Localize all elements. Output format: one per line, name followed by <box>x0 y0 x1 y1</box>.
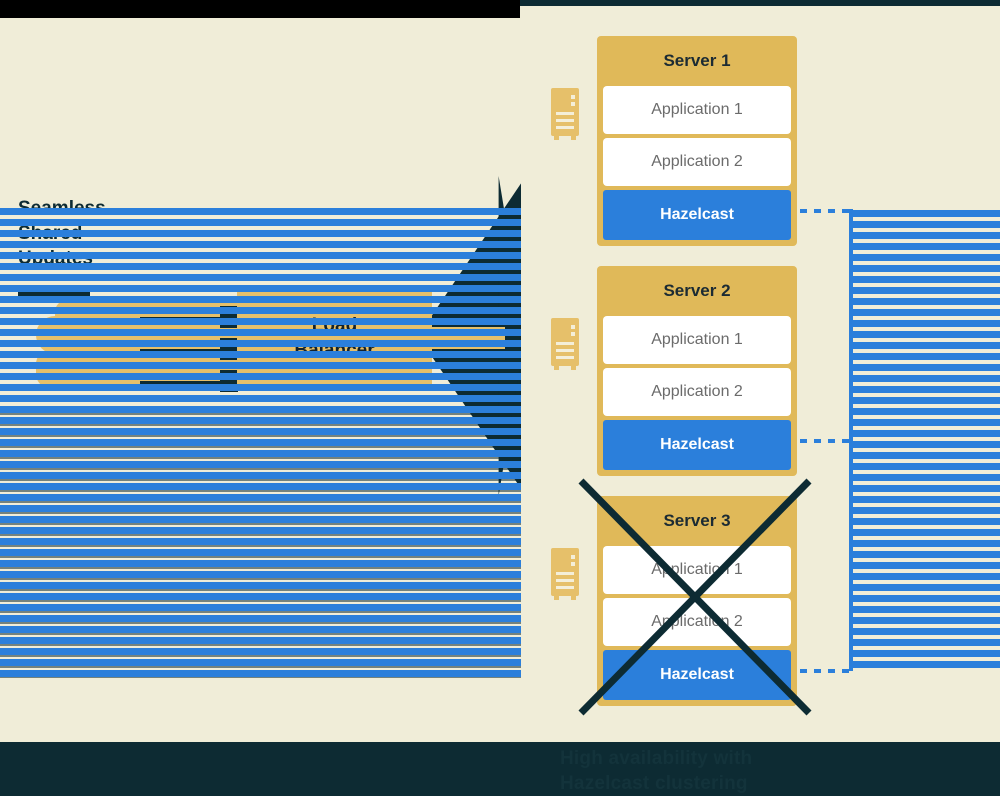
server-rack-icon <box>551 548 579 600</box>
application-row[interactable]: Application 1 <box>603 316 791 364</box>
lb-input-pin-2 <box>220 338 238 360</box>
cluster-note-line1: Seamless <box>18 198 106 219</box>
diagram-caption: High availability with Hazelcast cluster… <box>560 742 1000 796</box>
cluster-note-line2: Shared <box>18 223 83 244</box>
cross-out-icon <box>578 478 812 716</box>
server-rack-icon <box>551 88 579 140</box>
scanline-overlay-dark <box>0 408 521 678</box>
caption-line1: High availability with <box>560 748 753 769</box>
server-card-2[interactable]: Server 2 Application 1 Application 2 Haz… <box>597 266 797 476</box>
application-row[interactable]: Application 1 <box>603 546 791 594</box>
cluster-note-line3: Updates <box>18 248 93 269</box>
server-card-1[interactable]: Server 1 Application 1 Application 2 Haz… <box>597 36 797 246</box>
dotted-connector-icon <box>800 209 852 213</box>
server-rack-icon <box>551 318 579 370</box>
top-chrome-band-right <box>520 0 1000 6</box>
application-row[interactable]: Application 2 <box>603 138 791 186</box>
application-row[interactable]: Application 1 <box>603 86 791 134</box>
lb-input-pin-3 <box>220 370 238 392</box>
application-row[interactable]: Application 2 <box>603 598 791 646</box>
load-balancer-label-line2: Balancer <box>294 339 375 361</box>
server-title: Server 1 <box>663 51 731 70</box>
scanline-overlay-left <box>0 208 521 678</box>
clients-label-fragment <box>18 292 90 298</box>
server-title: Server 3 <box>663 511 731 530</box>
cluster-note: Seamless Shared Updates <box>18 196 106 271</box>
bottom-chrome-band <box>0 742 1000 796</box>
load-balancer-label-line1: Load <box>311 314 358 336</box>
application-row[interactable]: Application 2 <box>603 368 791 416</box>
top-chrome-band <box>0 0 520 18</box>
dotted-connector-icon <box>800 439 852 443</box>
server-title: Server 2 <box>663 281 731 300</box>
cluster-data-block <box>852 210 1000 668</box>
caption-line2: Hazelcast clustering <box>560 773 748 794</box>
dotted-connector-icon <box>800 669 852 673</box>
lb-input-pin-1 <box>220 306 238 328</box>
load-balancer-node[interactable]: Load Balancer <box>237 291 432 384</box>
hazelcast-member[interactable]: Hazelcast <box>603 420 791 470</box>
hazelcast-member[interactable]: Hazelcast <box>603 190 791 240</box>
